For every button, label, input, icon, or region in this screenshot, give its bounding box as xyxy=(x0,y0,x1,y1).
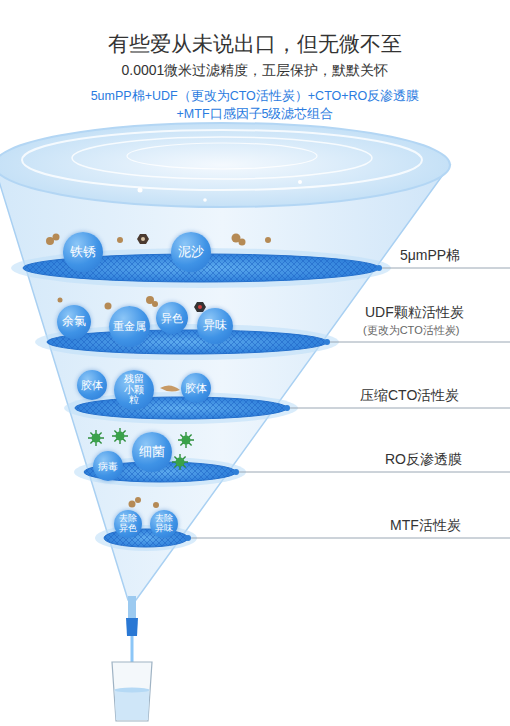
impurity-bubble: 余氯 xyxy=(57,305,91,339)
bubble-text: 异色 xyxy=(161,312,183,324)
bubble-text: 重金属 xyxy=(113,320,146,332)
layer-label: MTF活性炭 xyxy=(390,517,461,535)
layer-label: 5μmPP棉 xyxy=(400,247,460,265)
layer-note: (更改为CTO活性炭) xyxy=(363,323,459,338)
bubble-text: 去除 异味 xyxy=(155,514,174,534)
impurity-bubble: 细菌 xyxy=(132,432,172,472)
impurity-bubble: 胶体 xyxy=(77,370,107,400)
impurity-bubble: 泥沙 xyxy=(171,232,211,272)
bubble-text: 胶体 xyxy=(185,382,207,394)
bubble-text: 异味 xyxy=(203,319,227,332)
bubble-text: 病毒 xyxy=(98,461,118,472)
title: 有些爱从未说出口，但无微不至 xyxy=(0,30,510,58)
impurity-bubble: 去除 异色 xyxy=(114,510,142,538)
bubble-text: 铁锈 xyxy=(70,245,96,259)
impurity-bubble: 异味 xyxy=(197,308,233,344)
impurity-bubble: 重金属 xyxy=(109,306,150,347)
subtitle: 0.0001微米过滤精度，五层保护，默默关怀 xyxy=(0,62,510,80)
impurity-bubble: 铁锈 xyxy=(63,232,103,272)
impurity-bubble: 去除 异味 xyxy=(150,510,178,538)
bubble-text: 泥沙 xyxy=(178,245,204,259)
spec-note: 5umPP棉+UDF（更改为CTO活性炭）+CTO+RO反渗透膜 +MTF口感因… xyxy=(85,88,425,123)
layer-label: 压缩CTO活性炭 xyxy=(360,387,459,405)
layer-label: RO反渗透膜 xyxy=(385,451,462,469)
bubble-text: 胶体 xyxy=(81,379,103,391)
impurity-bubble: 病毒 xyxy=(93,451,123,481)
bubble-text: 余氯 xyxy=(62,315,86,328)
bubble-text: 残留 小颗粒 xyxy=(119,374,149,405)
impurity-bubble: 胶体 xyxy=(181,373,211,403)
impurity-bubble: 异色 xyxy=(156,302,188,334)
bubble-text: 去除 异色 xyxy=(119,514,138,534)
impurity-bubble: 残留 小颗粒 xyxy=(114,370,154,410)
bubble-text: 细菌 xyxy=(139,445,165,459)
layer-label: UDF颗粒活性炭 xyxy=(365,304,464,322)
